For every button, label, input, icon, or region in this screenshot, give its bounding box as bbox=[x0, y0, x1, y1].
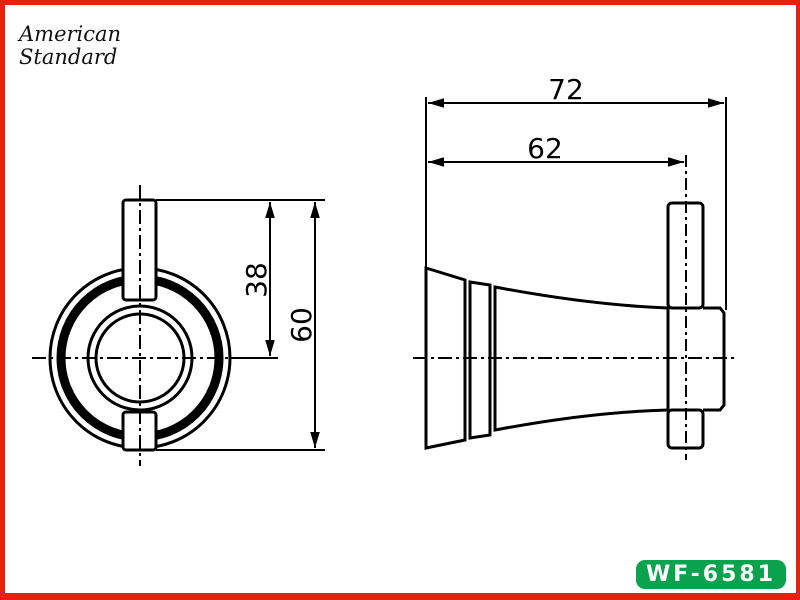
brand-line-1: American bbox=[19, 22, 122, 46]
dimension-72: 72 bbox=[548, 73, 584, 106]
front-view: 38 60 bbox=[32, 185, 325, 466]
model-badge: WF-6581 bbox=[636, 560, 786, 589]
dimension-60: 60 bbox=[285, 307, 318, 343]
side-view: 72 62 bbox=[413, 73, 735, 460]
brand-line-2: Standard bbox=[19, 45, 118, 69]
dimension-38: 38 bbox=[240, 262, 273, 298]
brand-logo: American Standard bbox=[19, 23, 121, 69]
dimension-62: 62 bbox=[527, 132, 563, 165]
